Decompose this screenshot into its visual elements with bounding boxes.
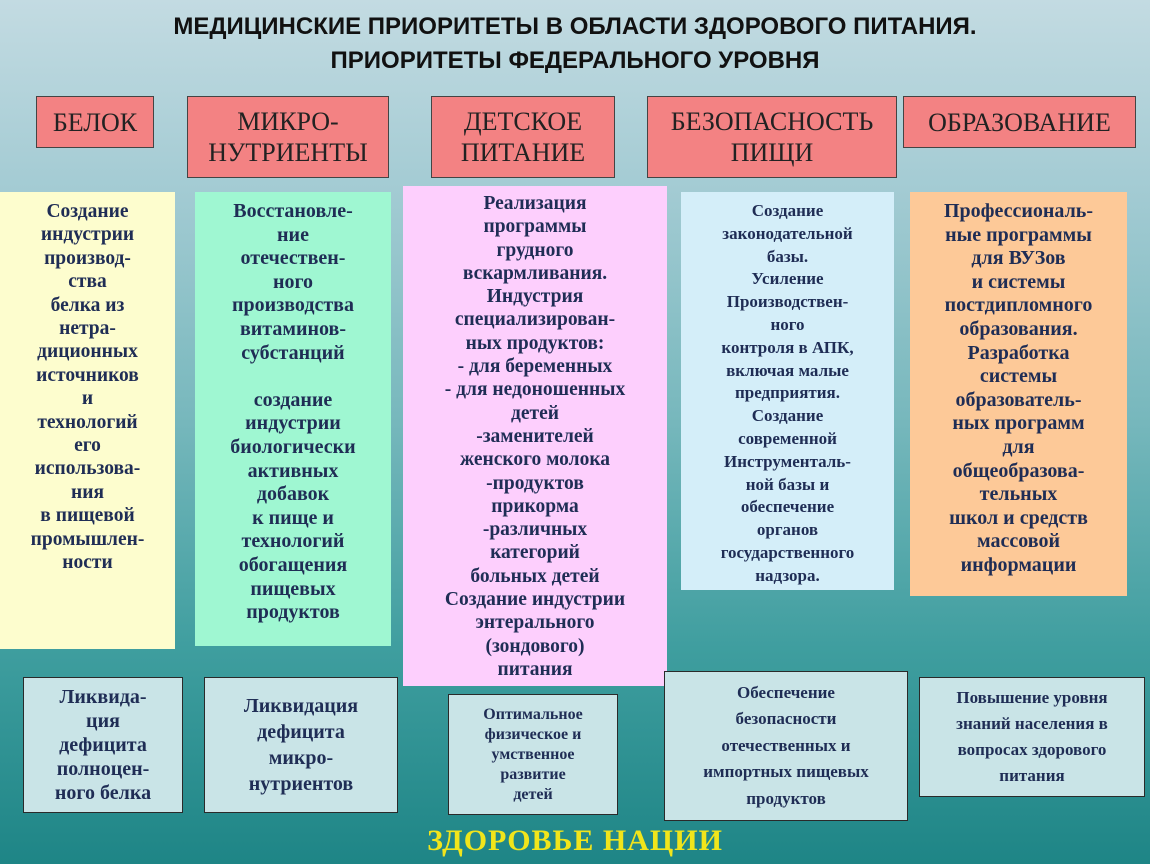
outcome-protein: Ликвида- ция дефицита полноцен- ного бел… [23, 677, 183, 813]
detail-child-nutrition: Реализация программы грудного вскармлива… [403, 186, 667, 686]
header-protein: БЕЛОК [36, 96, 154, 148]
outcome-child-nutrition: Оптимальное физическое и умственное разв… [448, 694, 618, 815]
header-child-nutrition: ДЕТСКОЕ ПИТАНИЕ [431, 96, 615, 178]
outcome-micronutrients: Ликвидация дефицита микро- нутриентов [204, 677, 398, 813]
header-micronutrients: МИКРО- НУТРИЕНТЫ [187, 96, 389, 178]
title-line-2: ПРИОРИТЕТЫ ФЕДЕРАЛЬНОГО УРОВНЯ [330, 47, 820, 74]
detail-education: Профессиональ- ные программы для ВУЗов и… [910, 192, 1127, 596]
outcome-education: Повышение уровня знаний населения в вопр… [919, 677, 1145, 797]
detail-food-safety: Создание законодательной базы. Усиление … [681, 192, 894, 590]
page-title: МЕДИЦИНСКИЕ ПРИОРИТЕТЫ В ОБЛАСТИ ЗДОРОВО… [0, 10, 1150, 78]
title-line-1: МЕДИЦИНСКИЕ ПРИОРИТЕТЫ В ОБЛАСТИ ЗДОРОВО… [173, 13, 977, 40]
detail-protein: Создание индустрии производ- ства белка … [0, 192, 175, 649]
outcome-food-safety: Обеспечение безопасности отечественных и… [664, 671, 908, 821]
header-food-safety: БЕЗОПАСНОСТЬ ПИЩИ [647, 96, 897, 178]
header-education: ОБРАЗОВАНИЕ [903, 96, 1136, 148]
footer-slogan: ЗДОРОВЬЕ НАЦИИ [427, 824, 723, 857]
detail-micronutrients: Восстановле- ние отечествен- ного произв… [195, 192, 391, 646]
